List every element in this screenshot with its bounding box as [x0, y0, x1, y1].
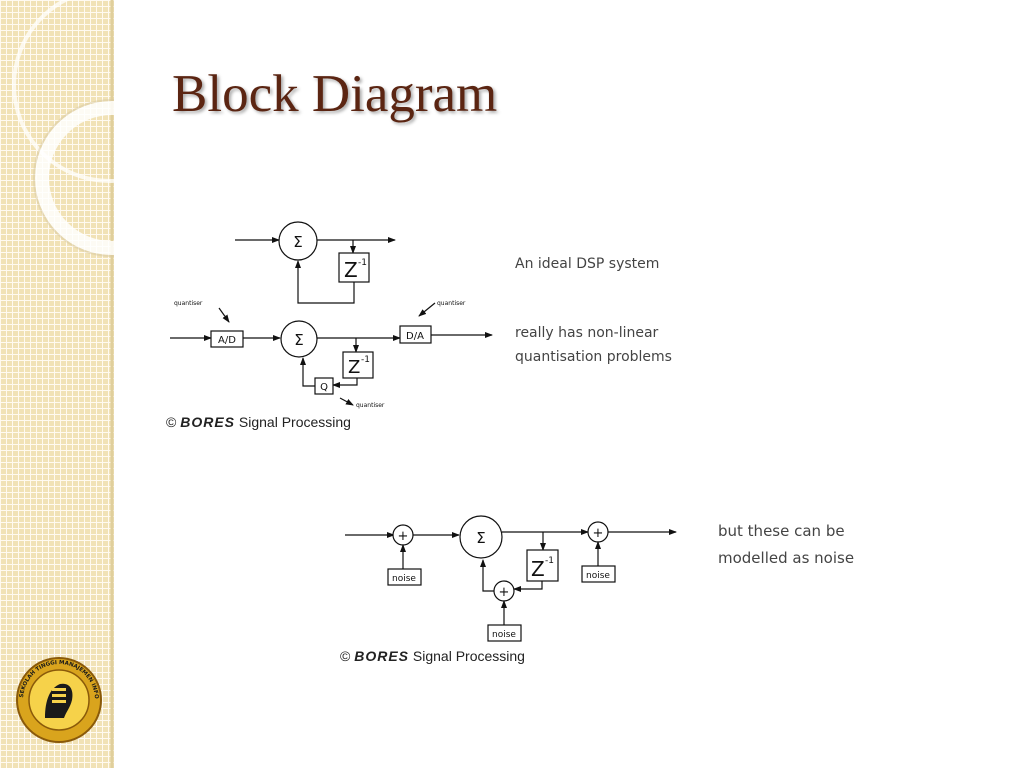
summer-noise-model [459, 515, 503, 559]
caption-nonlinear-line1: really has non-linear [515, 325, 659, 341]
dsp-diagram-ideal-and-quantised: Σ Z -1 Σ A/D D/A Z -1 Q quantiser quanti… [170, 221, 493, 409]
slide-title: Block Diagram [172, 65, 498, 123]
quantiser-note-bottom: quantiser [356, 402, 385, 409]
delay-noise-symbol: Z [531, 557, 545, 581]
delay-ideal-exponent: -1 [358, 258, 367, 268]
noise-label-output: noise [586, 571, 610, 581]
sidebar-decoration: SEKOLAH TINGGI MANAJEMEN INFORMATIKA & K… [0, 0, 114, 768]
copyright-symbol: © [166, 414, 177, 430]
copyright-text: Signal Processing [238, 414, 351, 430]
dsp-diagram-noise-model: + + + Σ Z -1 noise noise noise [345, 515, 677, 642]
quantiser-block-label: Q [320, 382, 328, 393]
delay-noise-exponent: -1 [545, 556, 554, 566]
summer-quantised [280, 320, 318, 358]
noise-label-input: noise [392, 574, 416, 584]
summer-noise-symbol: Σ [476, 529, 485, 547]
plus-output: + [593, 526, 604, 541]
sidebar-ring-large [12, 0, 114, 183]
noise-block-input [387, 568, 422, 586]
caption-noise-line1: but these can be [718, 522, 845, 540]
sidebar-ring-medium-shade [33, 99, 114, 257]
ad-converter-block [210, 330, 244, 348]
delay-block-quantised [342, 351, 374, 379]
copyright-symbol: © [340, 648, 351, 664]
delay-block-ideal [338, 252, 370, 283]
plus-feedback: + [499, 585, 510, 600]
ad-label: A/D [218, 335, 236, 346]
sidebar-ring-medium [35, 101, 114, 255]
noise-label-feedback: noise [492, 630, 516, 640]
copyright-text: Signal Processing [412, 648, 525, 664]
delay-quantised-exponent: -1 [361, 355, 370, 365]
quantiser-note-left: quantiser [174, 300, 203, 307]
delay-ideal-symbol: Z [344, 258, 358, 282]
brand-name: BORES [354, 648, 410, 664]
caption-noise-line2: modelled as noise [718, 549, 855, 567]
summer-quantised-symbol: Σ [294, 331, 303, 349]
da-label: D/A [406, 331, 424, 342]
brand-name: BORES [180, 414, 236, 430]
delay-quantised-symbol: Z [348, 357, 360, 378]
copyright-notice-2: © BORES Signal Processing [340, 648, 525, 664]
plus-input: + [398, 529, 409, 544]
copyright-notice-1: © BORES Signal Processing [166, 414, 351, 430]
caption-ideal-system: An ideal DSP system [515, 256, 660, 272]
summer-ideal-symbol: Σ [293, 233, 302, 251]
caption-nonlinear-line2: quantisation problems [515, 349, 672, 365]
quantiser-note-right: quantiser [437, 300, 466, 307]
